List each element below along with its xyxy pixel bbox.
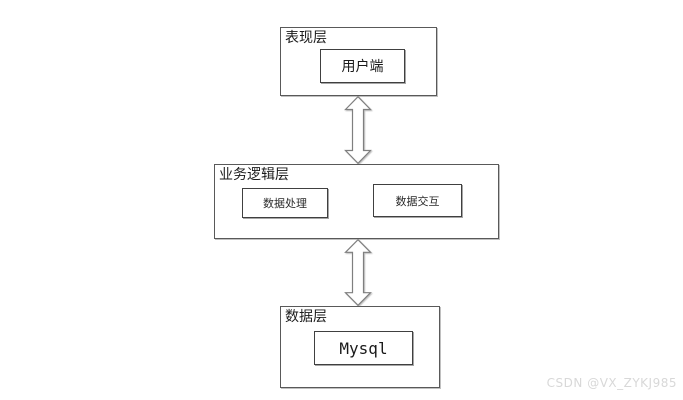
layer-box-presentation: 表现层: [280, 27, 437, 96]
double-arrow-connector-bottom: [344, 239, 372, 306]
node-data-processing: 数据处理: [242, 188, 328, 218]
layer-label-business-logic: 业务逻辑层: [219, 167, 289, 183]
node-mysql: Mysql: [314, 331, 413, 365]
layer-label-presentation: 表现层: [285, 30, 327, 46]
double-arrow-connector-top: [344, 96, 372, 164]
double-arrow-icon: [344, 239, 372, 306]
double-arrow-icon: [344, 96, 372, 164]
node-data-interaction: 数据交互: [373, 184, 462, 217]
node-client-label: 用户端: [341, 59, 384, 75]
node-client: 用户端: [320, 49, 405, 83]
node-data-processing-label: 数据处理: [263, 197, 307, 210]
layer-label-data: 数据层: [285, 309, 327, 325]
node-data-interaction-label: 数据交互: [395, 194, 440, 208]
node-mysql-label: Mysql: [339, 338, 388, 358]
watermark-text: CSDN @VX_ZYKJ985: [546, 376, 677, 390]
